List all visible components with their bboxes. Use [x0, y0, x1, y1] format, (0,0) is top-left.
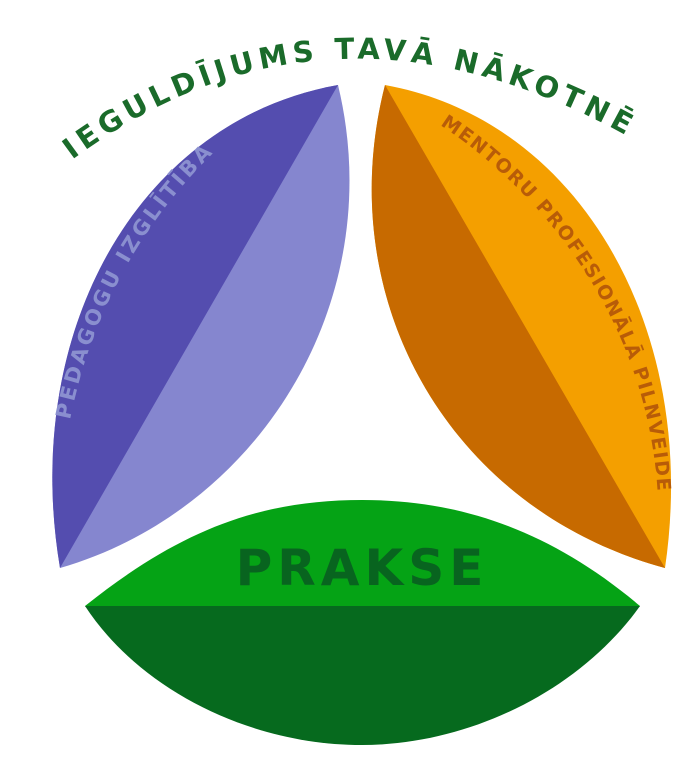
arc-title: IEGULDĪJUMS TAVĀ NĀKOTNĒ — [56, 32, 643, 166]
arc-title-text: IEGULDĪJUMS TAVĀ NĀKOTNĒ — [56, 32, 638, 166]
bottom-petal-dark-half — [85, 606, 640, 745]
bottom-petal-label: PRAKSE — [236, 539, 489, 597]
